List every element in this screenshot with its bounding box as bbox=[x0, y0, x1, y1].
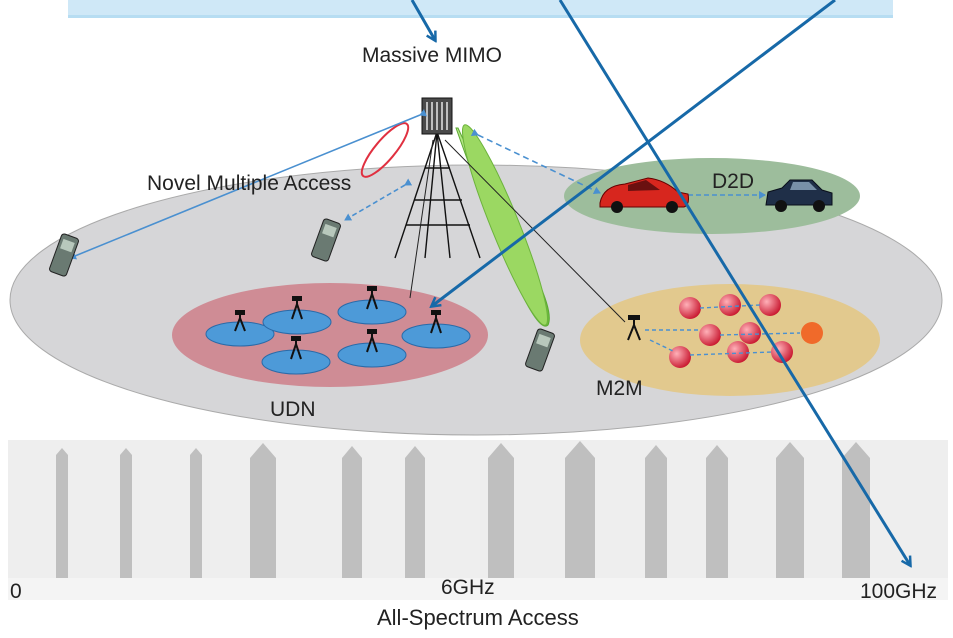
massive-mimo-label: Massive MIMO bbox=[362, 44, 503, 67]
arrow-to-udn bbox=[432, 0, 836, 306]
small-cell-icon bbox=[401, 310, 471, 349]
noma-link-far bbox=[69, 109, 428, 260]
spectrum-end-label: 100GHz bbox=[860, 580, 938, 603]
phone-icon bbox=[49, 233, 79, 277]
d2d-link-tower bbox=[470, 128, 601, 195]
spectrum-start-label: 0 bbox=[10, 580, 22, 603]
small-cell-icon bbox=[261, 336, 331, 375]
m2m-label: M2M bbox=[596, 377, 643, 400]
udn-zone bbox=[172, 283, 488, 387]
arrow-to-spectrum bbox=[558, 0, 910, 565]
d2d-label: D2D bbox=[712, 170, 755, 193]
noma-link-near bbox=[344, 178, 413, 221]
m2m-zone bbox=[580, 284, 880, 396]
udn-label: UDN bbox=[270, 398, 316, 421]
m2m-gateway-icon bbox=[627, 315, 641, 341]
top-banner bbox=[68, 0, 893, 17]
phone-icon bbox=[311, 218, 341, 262]
small-cell-icon bbox=[337, 329, 407, 368]
small-cell-icon bbox=[262, 296, 332, 335]
spectrum-bands bbox=[56, 441, 870, 598]
phone-icon bbox=[525, 328, 555, 372]
mimo-array-icon bbox=[421, 97, 453, 135]
m2m-node-icon bbox=[669, 294, 823, 368]
small-cell-icon bbox=[337, 286, 407, 325]
novel-multiple-access-label: Novel Multiple Access bbox=[147, 172, 352, 195]
car-icon bbox=[765, 179, 833, 212]
small-cell-icon bbox=[205, 310, 275, 347]
arrow-to-mimo bbox=[410, 0, 435, 40]
spectrum-title: All-Spectrum Access bbox=[377, 605, 579, 630]
spectrum-mid-label: 6GHz bbox=[441, 576, 495, 599]
spectrum-axis bbox=[8, 578, 948, 600]
